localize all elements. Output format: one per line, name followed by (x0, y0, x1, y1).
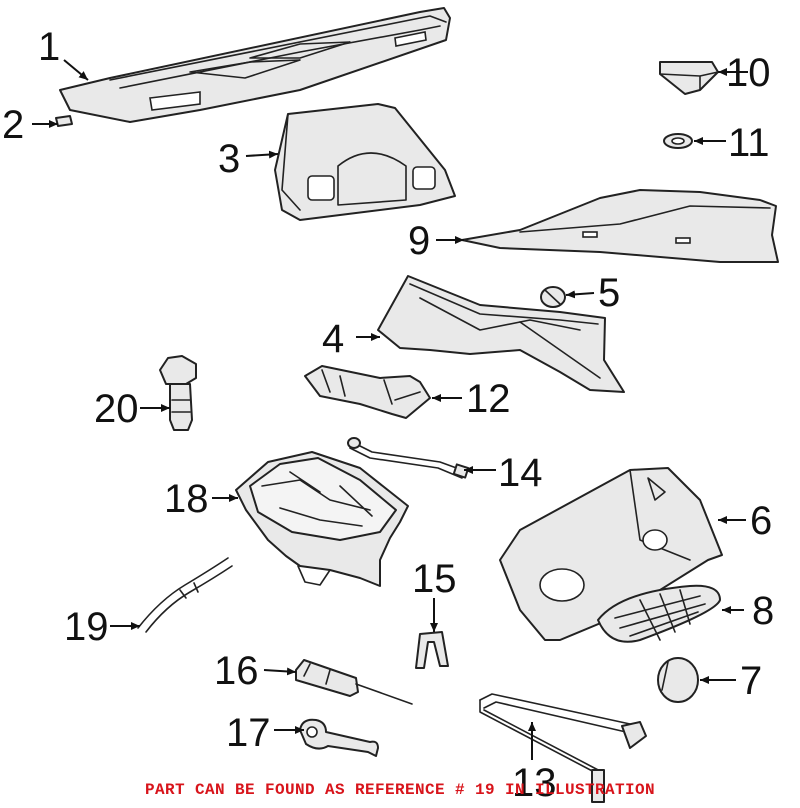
callout-19: 19 (64, 605, 109, 649)
part-15-clip (415, 631, 449, 669)
part-16-screwdriver (295, 659, 413, 705)
callout-15: 15 (412, 557, 457, 601)
callout-1: 1 (38, 25, 60, 69)
callout-16: 16 (214, 649, 259, 693)
part-12-jack (304, 365, 431, 419)
part-9-long-trim (461, 189, 779, 263)
callout-5: 5 (598, 271, 620, 315)
part-11-washer (663, 133, 693, 149)
part-19-seal-strip (137, 557, 233, 633)
part-17-wrench (299, 718, 379, 757)
callout-2: 2 (2, 103, 24, 147)
callout-11: 11 (728, 121, 770, 165)
callout-13: 13 (512, 761, 557, 805)
callout-numbers: 1 2 3 4 5 6 7 8 9 10 11 12 13 14 15 16 1… (2, 25, 774, 805)
callout-8: 8 (752, 589, 774, 633)
reference-note: PART CAN BE FOUND AS REFERENCE # 19 IN I… (144, 781, 656, 799)
callout-3: 3 (218, 137, 240, 181)
part-7-cap (657, 657, 699, 703)
part-18-storage-tray (235, 451, 409, 587)
callout-9: 9 (408, 219, 430, 263)
part-8-grille (597, 584, 721, 643)
callout-7: 7 (740, 659, 762, 703)
callout-10: 10 (726, 51, 771, 95)
part-10-block (659, 61, 719, 95)
callout-4: 4 (322, 317, 344, 361)
leader-lines (32, 59, 748, 760)
part-13-rod (479, 693, 647, 803)
part-6-side-panel (499, 467, 723, 641)
callout-12: 12 (466, 377, 511, 421)
callout-20: 20 (94, 387, 139, 431)
part-4-trunk-trim (377, 275, 625, 393)
callout-18: 18 (164, 477, 209, 521)
callout-17: 17 (226, 711, 271, 755)
part-14-lug-wrench (347, 437, 470, 479)
part-20-fastener (159, 355, 197, 431)
callout-6: 6 (750, 499, 772, 543)
part-1-package-tray (59, 7, 451, 123)
part-3-trunk-panel (274, 103, 456, 221)
part-5-plug (540, 286, 566, 308)
part-2-clip (55, 115, 73, 127)
callout-14: 14 (498, 451, 543, 495)
